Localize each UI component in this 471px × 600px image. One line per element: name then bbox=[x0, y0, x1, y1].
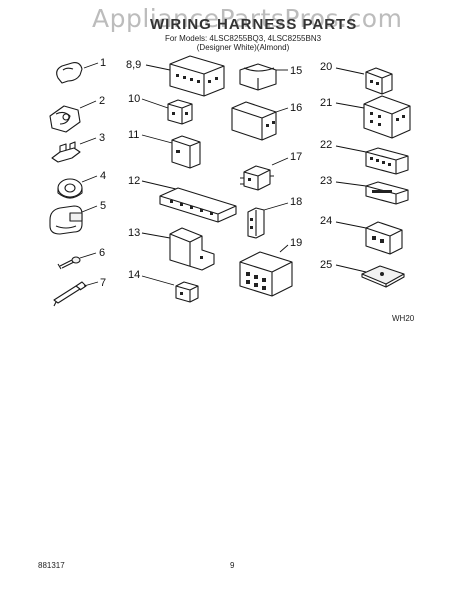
callout-2: 2 bbox=[99, 95, 105, 107]
callout-5: 5 bbox=[100, 200, 106, 212]
part-21-connector-block bbox=[363, 95, 411, 139]
callout-24: 24 bbox=[320, 215, 332, 227]
part-7-tie bbox=[53, 281, 87, 307]
leader-3 bbox=[79, 137, 97, 145]
leader-13 bbox=[141, 232, 171, 239]
part-10-connector bbox=[167, 99, 193, 125]
callout-6: 6 bbox=[99, 247, 105, 259]
leader-6 bbox=[79, 252, 97, 259]
leader-16 bbox=[275, 107, 289, 113]
part-25-pad bbox=[361, 265, 405, 288]
leader-22 bbox=[335, 145, 367, 153]
callout-22: 22 bbox=[320, 139, 332, 151]
page-title: WIRING HARNESS PARTS bbox=[150, 16, 358, 33]
figure-code: WH20 bbox=[392, 314, 415, 323]
part-17-terminal-block bbox=[240, 165, 274, 191]
leader-21 bbox=[335, 102, 365, 109]
leader-11 bbox=[141, 134, 173, 144]
part-22-connector-strip bbox=[365, 147, 409, 175]
document-number: 881317 bbox=[38, 561, 65, 570]
colors-line: (Designer White)(Almond) bbox=[196, 43, 290, 52]
leader-7 bbox=[83, 281, 99, 287]
part-2-strain-relief bbox=[49, 105, 81, 133]
callout-4: 4 bbox=[100, 170, 106, 182]
part-23-connector-strip bbox=[365, 181, 409, 205]
part-13-connector bbox=[169, 227, 215, 271]
leader-24 bbox=[335, 221, 367, 229]
part-24-connector bbox=[365, 221, 403, 255]
leader-2 bbox=[79, 100, 97, 109]
part-12-connector-strip bbox=[159, 187, 237, 223]
callout-7: 7 bbox=[100, 277, 106, 289]
callout-13: 13 bbox=[128, 227, 140, 239]
callout-23: 23 bbox=[320, 175, 332, 187]
callout-19: 19 bbox=[290, 237, 302, 249]
leader-10 bbox=[141, 98, 169, 109]
leader-8-9 bbox=[145, 64, 171, 71]
leader-4 bbox=[81, 175, 98, 183]
leader-25 bbox=[335, 264, 367, 273]
page-number: 9 bbox=[230, 561, 235, 570]
callout-17: 17 bbox=[290, 151, 302, 163]
callout-21: 21 bbox=[320, 97, 332, 109]
callout-8-9: 8,9 bbox=[126, 59, 141, 71]
callout-10: 10 bbox=[128, 93, 140, 105]
watermark: AppliancePartsPros.com bbox=[92, 4, 403, 33]
part-3-terminal bbox=[51, 141, 81, 163]
part-4-grommet bbox=[57, 178, 83, 199]
callout-14: 14 bbox=[128, 269, 140, 281]
leader-17 bbox=[271, 157, 289, 166]
models-line: For Models: 4LSC8255BQ3, 4LSC8255BN3 bbox=[164, 34, 322, 43]
part-6-screw bbox=[57, 256, 81, 270]
part-11-connector bbox=[171, 135, 201, 169]
leader-19 bbox=[279, 244, 289, 253]
callout-20: 20 bbox=[320, 61, 332, 73]
leader-18 bbox=[263, 202, 289, 211]
part-5-wire-clamp bbox=[49, 205, 83, 235]
callout-16: 16 bbox=[290, 102, 302, 114]
leader-12 bbox=[141, 180, 177, 190]
part-15-housing bbox=[239, 63, 277, 91]
leader-20 bbox=[335, 67, 365, 75]
part-18-connector bbox=[247, 207, 265, 239]
part-14-connector bbox=[175, 281, 199, 303]
callout-11: 11 bbox=[128, 129, 139, 141]
leader-5 bbox=[81, 205, 98, 213]
part-20-connector bbox=[365, 67, 393, 95]
callout-25: 25 bbox=[320, 259, 332, 271]
leader-14 bbox=[141, 275, 175, 286]
part-19-connector-assembly bbox=[239, 251, 293, 297]
part-1-clip bbox=[56, 62, 83, 84]
part-8-9-connector bbox=[169, 55, 225, 97]
leader-1 bbox=[83, 62, 99, 69]
callout-3: 3 bbox=[99, 132, 105, 144]
callout-18: 18 bbox=[290, 196, 302, 208]
callout-12: 12 bbox=[128, 175, 140, 187]
callout-15: 15 bbox=[290, 65, 302, 77]
part-16-connector bbox=[231, 101, 277, 141]
leader-23 bbox=[335, 181, 367, 187]
callout-1: 1 bbox=[100, 57, 106, 69]
